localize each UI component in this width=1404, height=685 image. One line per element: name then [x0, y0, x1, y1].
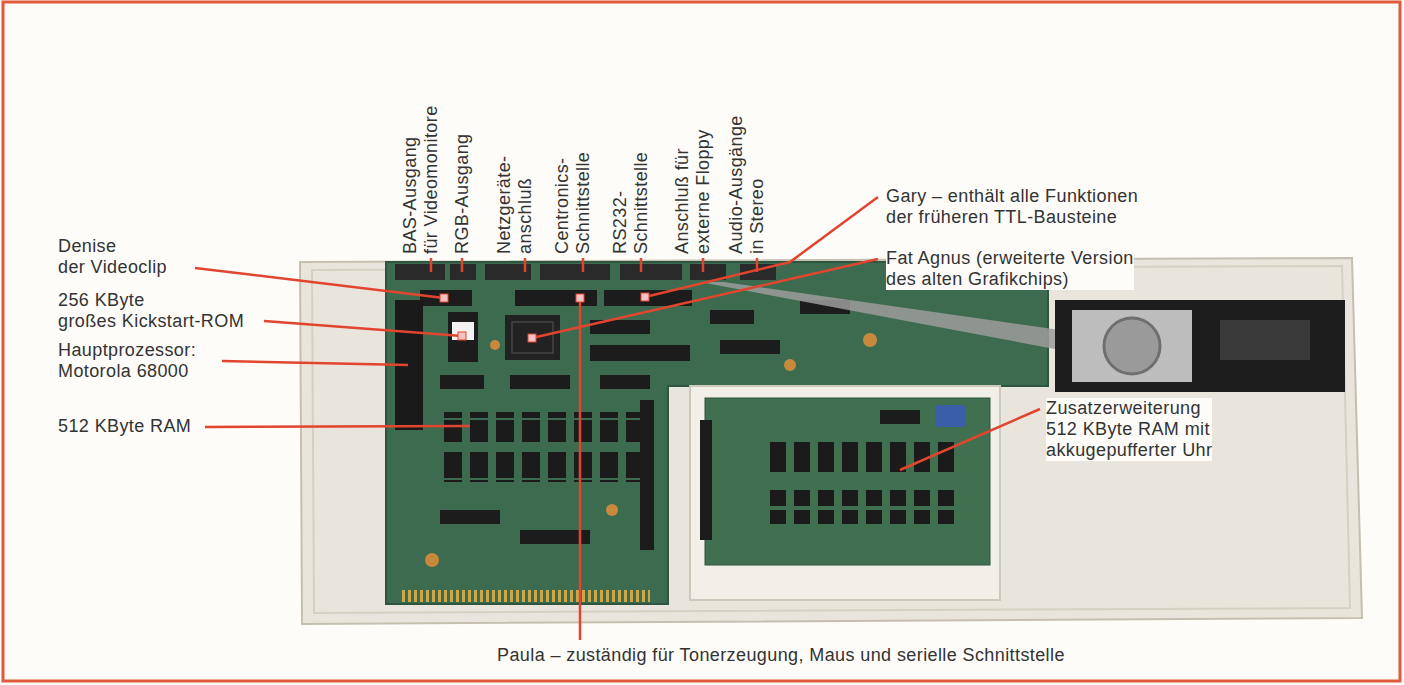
- agnus-socket: [512, 322, 553, 353]
- leader-line: [900, 409, 1040, 470]
- logic-chip: [600, 375, 650, 389]
- logic-chip: [440, 375, 484, 389]
- leader-line: [702, 258, 705, 272]
- frame-border: [3, 2, 1400, 681]
- ram-chips: [440, 412, 648, 442]
- expansion-bay: [690, 386, 1000, 600]
- capacitor: [606, 504, 618, 516]
- rom-chip: [448, 312, 478, 362]
- leader-line: [640, 258, 643, 272]
- computer-case: [300, 258, 1362, 624]
- leader-line: [524, 258, 527, 272]
- capacitor: [425, 553, 439, 567]
- leader-line: [205, 426, 470, 427]
- leader-line: [430, 258, 433, 272]
- logic-chip: [720, 340, 780, 354]
- bas-port: [395, 264, 445, 280]
- floppy-shutter: [1072, 310, 1192, 382]
- ram-chips: [440, 452, 648, 482]
- port-label: RS232- Schnittstelle: [610, 4, 652, 254]
- callout-label: Denise der Videoclip: [58, 236, 167, 278]
- leader-dot: [458, 332, 466, 340]
- leader-line: [532, 259, 878, 338]
- rom-sticker: [452, 322, 474, 340]
- logic-chip: [590, 345, 690, 361]
- agnus-chip: [505, 315, 560, 360]
- leader-line: [461, 258, 464, 272]
- port-label: BAS-Ausgang für Videomonitore: [400, 4, 442, 254]
- centronics-port: [540, 264, 610, 280]
- capacitor: [784, 359, 796, 371]
- leader-line: [264, 321, 462, 336]
- card-ram-chips: [770, 490, 962, 524]
- callout-label: Gary – enthält alle Funktionen der frühe…: [886, 186, 1138, 228]
- callout-label: 512 KByte RAM: [58, 416, 191, 437]
- edge-connector: [400, 590, 650, 602]
- logic-chip: [510, 375, 570, 389]
- leader-line: [222, 361, 408, 365]
- mainboard: [386, 262, 1048, 604]
- floppy-drive: [1055, 300, 1345, 392]
- callout-label: 256 KByte großes Kickstart-ROM: [58, 290, 244, 332]
- leader-line: [579, 298, 582, 640]
- callout-label: Paula – zuständig für Tonerzeugung, Maus…: [497, 645, 1065, 666]
- leader-dot: [528, 334, 536, 342]
- callout-label: Fat Agnus (erweiterte Version des alten …: [886, 248, 1134, 290]
- capacitor: [490, 340, 500, 350]
- battery: [935, 405, 965, 427]
- rs232-port: [620, 264, 682, 280]
- card-connector: [700, 420, 712, 540]
- denise-chip: [420, 290, 472, 306]
- leader-line: [582, 258, 585, 272]
- port-label: RGB-Ausgang: [452, 4, 473, 254]
- leader-dot: [440, 294, 448, 302]
- port-label: Anschluß für externe Floppy: [672, 4, 714, 254]
- callout-label: Hauptprozessor: Motorola 68000: [58, 340, 196, 382]
- port-label: Audio-Ausgänge in Stereo: [726, 4, 768, 254]
- ribbon-cable: [700, 282, 1060, 350]
- leader-dot: [576, 294, 584, 302]
- logic-chip: [710, 310, 754, 324]
- floppy-spindle: [1104, 318, 1160, 374]
- logic-chip: [440, 510, 500, 524]
- port-label: Centronics- Schnittstelle: [552, 4, 594, 254]
- clock-chip: [880, 410, 920, 424]
- capacitor: [863, 333, 877, 347]
- port-label: Netzgeräte- anschluß: [494, 4, 536, 254]
- callout-label: Zusatzerweiterung 512 KByte RAM mit akku…: [1046, 398, 1212, 461]
- leader-dot: [641, 293, 649, 301]
- expansion-card: [705, 398, 990, 565]
- card-ram-chips: [770, 440, 962, 474]
- floppy-head: [1220, 320, 1310, 360]
- paula-chip: [515, 290, 597, 306]
- leader-dots: [440, 293, 649, 342]
- expansion-slot: [640, 400, 654, 550]
